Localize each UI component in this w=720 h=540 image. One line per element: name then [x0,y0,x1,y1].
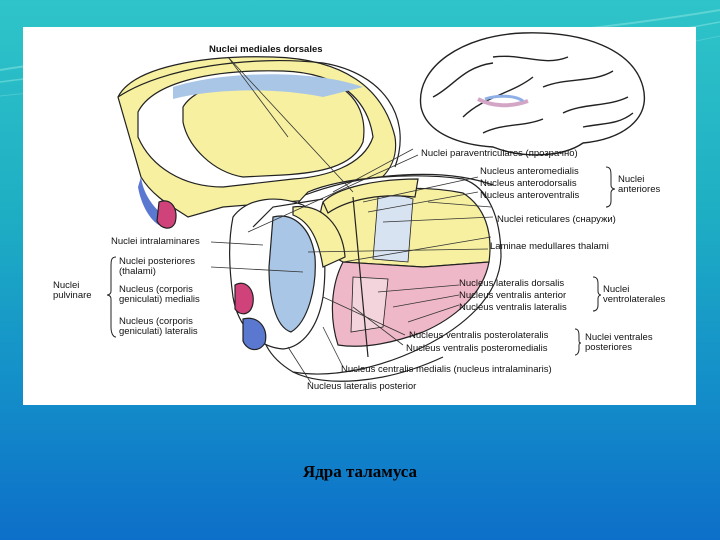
label-nucleus-anteroventralis: Nucleus anteroventralis [480,190,580,201]
thalamus-illustration [106,32,646,384]
label-nucleus-lateralis-posterior: Nucleus lateralis posterior [307,381,417,392]
laminae-outline [117,59,494,382]
label-nuclei-intralaminares: Nuclei intralaminares [111,236,200,247]
label-nuclei-reticulares: Nuclei reticulares (снаружи) [497,214,616,225]
label-nuclei-mediales-dorsales: Nuclei mediales dorsales [209,44,323,55]
label-nuclei-anteriores: Nuclei anteriores [618,174,661,195]
label-nucleus-ventralis-lateralis: Nucleus ventralis lateralis [459,302,567,313]
label-nuclei-ventrales-posteriores: Nuclei ventrales posteriores [585,332,653,353]
left-thalamus [117,56,397,229]
label-nuclei-ventrolaterales: Nuclei ventrolaterales [603,284,666,305]
label-nucleus-corporis-medialis: Nucleus (corporis geniculati) medialis [119,284,200,305]
label-nucleus-ventralis-anterior: Nucleus ventralis anterior [459,290,567,301]
leader-lines [210,56,494,384]
brain-thumbnail [419,32,646,156]
label-nucleus-anterodorsalis: Nucleus anterodorsalis [480,178,577,189]
slide-caption: Ядра таламуса [302,462,418,481]
label-nucleus-anteromedialis: Nucleus anteromedialis [480,166,579,177]
label-nucleus-lateralis-dorsalis: Nucleus lateralis dorsalis [459,278,565,289]
right-thalamus [229,175,502,375]
label-nucleus-corporis-lateralis: Nucleus (corporis geniculati) lateralis [119,316,198,337]
label-nuclei-paraventriculares: Nuclei paraventriculares (прозрачно) [421,148,578,159]
label-nucleus-ventralis-posteromedialis: Nucleus ventralis posteromedialis [406,343,548,354]
label-nucleus-centralis-medialis: Nucleus centralis medialis (nucleus intr… [341,364,552,375]
label-nuclei-pulvinare: Nuclei pulvinare [53,280,92,301]
label-nuclei-posteriores: Nuclei posteriores (thalami) [119,256,196,277]
diagram-panel: Nuclei mediales dorsales Nuclei paravent… [23,27,696,405]
label-braces [106,166,616,356]
label-laminae-medullares-thalami: Laminae medullares thalami [490,241,609,252]
label-nucleus-ventralis-posterolateralis: Nucleus ventralis posterolateralis [409,330,549,341]
